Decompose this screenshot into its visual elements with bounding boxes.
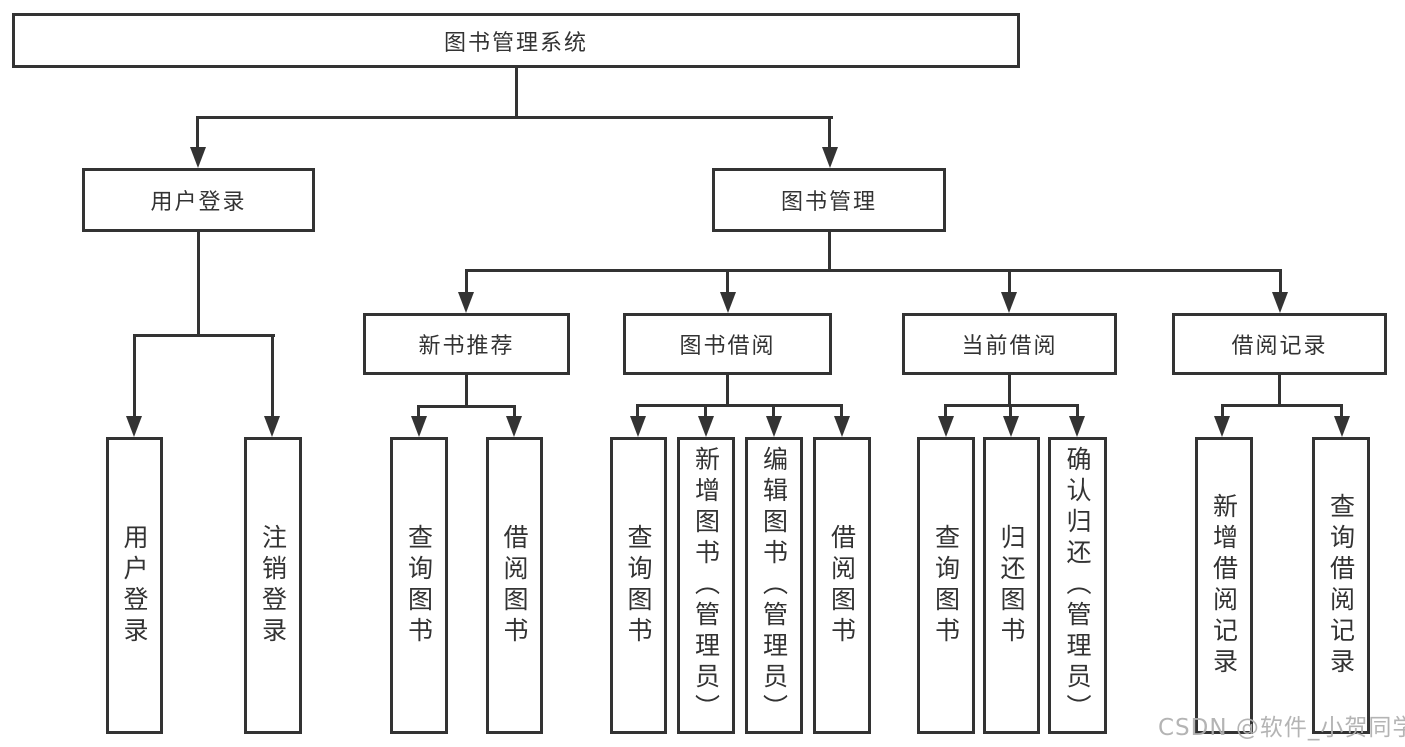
edge-drop-nb-query bbox=[417, 405, 420, 416]
edge-book-mgmt-stem bbox=[828, 231, 831, 272]
edge-drop-bb-borrow bbox=[840, 404, 843, 416]
arrowhead-bb-borrow bbox=[834, 416, 850, 437]
edge-user-login-rail bbox=[133, 334, 275, 337]
edge-book-borrow-rail bbox=[636, 404, 843, 407]
edge-records-rail bbox=[1221, 404, 1343, 407]
arrowhead-cb-query bbox=[938, 416, 954, 437]
arrowhead-book-borrow bbox=[720, 292, 736, 313]
arrowhead-user-login bbox=[190, 147, 206, 168]
node-current-borrow: 当前借阅 bbox=[902, 313, 1117, 375]
edge-drop-bb-edit bbox=[772, 404, 775, 416]
edge-book-borrow-stem bbox=[726, 373, 729, 406]
edge-drop-logout-leaf bbox=[271, 334, 274, 416]
leaf-nb-borrow-books: 借阅图书 bbox=[486, 437, 543, 734]
arrowhead-borrow-records bbox=[1272, 292, 1288, 313]
arrowhead-rec-add bbox=[1214, 416, 1230, 437]
leaf-cb-return-books: 归还图书 bbox=[983, 437, 1040, 734]
arrowhead-book-mgmt bbox=[822, 147, 838, 168]
edge-drop-rec-query bbox=[1340, 404, 1343, 416]
edge-drop-cb-return bbox=[1009, 404, 1012, 416]
edge-drop-book-mgmt bbox=[828, 116, 831, 148]
arrowhead-bb-edit bbox=[766, 416, 782, 437]
leaf-nb-query-books: 查询图书 bbox=[390, 437, 448, 734]
edge-drop-cb-query bbox=[944, 404, 947, 416]
arrowhead-current-borrow bbox=[1001, 292, 1017, 313]
arrowhead-logout-leaf bbox=[264, 416, 280, 437]
edge-level3-rail bbox=[465, 269, 1282, 272]
edge-drop-borrow-records bbox=[1279, 269, 1282, 292]
node-book-management: 图书管理 bbox=[712, 168, 946, 232]
node-user-login: 用户登录 bbox=[82, 168, 315, 232]
edge-new-book-stem bbox=[465, 373, 468, 407]
edge-drop-book-borrow bbox=[726, 269, 729, 292]
leaf-cb-confirm-return-admin: 确认归还（管理员） bbox=[1048, 437, 1107, 734]
leaf-logout: 注销登录 bbox=[244, 437, 302, 734]
leaf-bb-query-books: 查询图书 bbox=[610, 437, 667, 734]
edge-drop-cb-confirm bbox=[1076, 404, 1079, 416]
node-book-borrow: 图书借阅 bbox=[623, 313, 832, 375]
arrowhead-new-book bbox=[458, 292, 474, 313]
arrowhead-nb-query bbox=[411, 416, 427, 437]
leaf-rec-query-record: 查询借阅记录 bbox=[1312, 437, 1370, 734]
edge-user-login-stem bbox=[197, 231, 200, 337]
leaf-bb-borrow-books: 借阅图书 bbox=[813, 437, 871, 734]
edge-new-book-rail bbox=[417, 405, 516, 408]
edge-drop-bb-add bbox=[704, 404, 707, 416]
edge-drop-login-leaf bbox=[133, 334, 136, 416]
leaf-rec-add-record: 新增借阅记录 bbox=[1195, 437, 1253, 734]
leaf-user-login: 用户登录 bbox=[106, 437, 163, 734]
edge-drop-bb-query bbox=[636, 404, 639, 416]
leaf-cb-query-books: 查询图书 bbox=[917, 437, 975, 734]
arrowhead-cb-return bbox=[1003, 416, 1019, 437]
edge-drop-rec-add bbox=[1221, 404, 1224, 416]
edge-records-stem bbox=[1278, 373, 1281, 406]
arrowhead-nb-borrow bbox=[506, 416, 522, 437]
leaf-bb-edit-books-admin: 编辑图书（管理员） bbox=[745, 437, 803, 734]
edge-drop-new-book bbox=[465, 269, 468, 292]
csdn-watermark: CSDN @软件_小贺同学 bbox=[1158, 715, 1405, 741]
leaf-bb-add-books-admin: 新增图书（管理员） bbox=[677, 437, 735, 734]
node-new-book-recommend: 新书推荐 bbox=[363, 313, 570, 375]
node-library-management-system: 图书管理系统 bbox=[12, 13, 1020, 68]
edge-root-stem bbox=[515, 68, 518, 119]
arrowhead-login-leaf bbox=[126, 416, 142, 437]
arrowhead-cb-confirm bbox=[1069, 416, 1085, 437]
arrowhead-bb-add bbox=[698, 416, 714, 437]
edge-drop-nb-borrow bbox=[513, 405, 516, 416]
node-borrow-records: 借阅记录 bbox=[1172, 313, 1387, 375]
edge-current-stem bbox=[1008, 373, 1011, 406]
arrowhead-bb-query bbox=[630, 416, 646, 437]
edge-drop-user-login bbox=[196, 116, 199, 148]
edge-level2-rail bbox=[196, 116, 833, 119]
arrowhead-rec-query bbox=[1334, 416, 1350, 437]
edge-drop-current-borrow bbox=[1008, 269, 1011, 292]
